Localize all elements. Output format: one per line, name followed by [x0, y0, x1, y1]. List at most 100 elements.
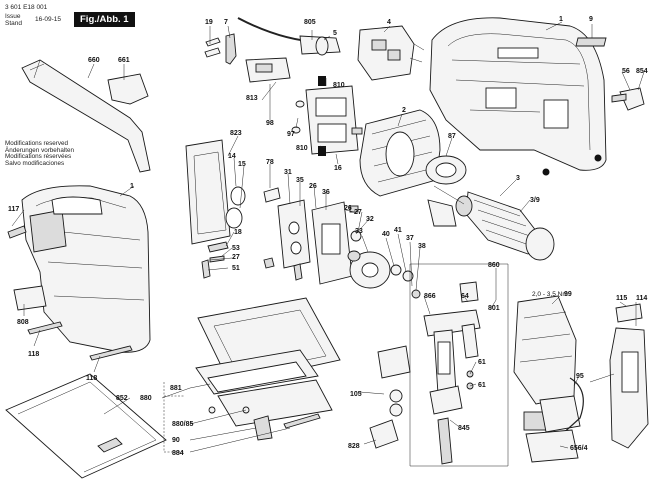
callout-105: 105: [350, 391, 362, 398]
housing-screws: [27, 321, 133, 361]
callout-118-b: 118: [86, 375, 97, 382]
callout-880: 880: [140, 395, 152, 402]
fan-baffle: [425, 155, 467, 185]
callout-114: 114: [636, 295, 647, 302]
callout-9: 9: [589, 16, 593, 23]
callout-78: 78: [266, 159, 274, 166]
callout-884: 884: [172, 450, 184, 457]
top-screws: [204, 33, 237, 65]
clip-part: [611, 87, 645, 111]
callout-7: 7: [224, 19, 228, 26]
callout-661: 661: [118, 57, 130, 64]
callout-860: 860: [488, 262, 500, 269]
callout-32: 32: [366, 216, 374, 223]
callout-881: 881: [170, 385, 182, 392]
callout-16: 16: [334, 165, 342, 172]
callout-866: 866: [424, 293, 436, 300]
slide-plate-656: [525, 429, 579, 463]
housing-half-left: [21, 185, 151, 353]
figure-label: Fig./Abb. 1: [74, 12, 135, 27]
callout-87: 87: [448, 133, 456, 140]
callout-880-85: 880/85: [172, 421, 194, 428]
modifications-line-de: Änderungen vorbehalten: [5, 146, 74, 154]
callout-1-left: 1: [130, 183, 134, 190]
callout-97: 97: [287, 131, 295, 138]
callout-845: 845: [458, 425, 470, 432]
power-cable: [237, 17, 341, 56]
electronics-assembly: [245, 57, 363, 156]
callout-810-a: 810: [333, 82, 345, 89]
issue-date: 16-09-15: [35, 16, 62, 23]
callout-810-b: 810: [296, 145, 308, 152]
callout-801: 801: [488, 305, 500, 312]
roller-guide: [369, 345, 411, 449]
bracket-lines: [163, 382, 184, 453]
wire-95: [559, 377, 584, 437]
callout-90: 90: [172, 437, 180, 444]
label-strip: [575, 37, 607, 47]
callout-854: 854: [636, 68, 648, 75]
callout-98: 98: [266, 120, 274, 127]
callout-38: 38: [418, 243, 426, 250]
callout-36: 36: [322, 189, 330, 196]
callout-15: 15: [238, 161, 246, 168]
callout-3: 3: [516, 175, 520, 182]
callout-53: 53: [232, 245, 240, 252]
warning-label: [13, 285, 47, 311]
callout-19: 19: [205, 19, 213, 26]
base-plate: [195, 297, 341, 427]
callout-808: 808: [17, 319, 29, 326]
dust-extraction-nozzle: [21, 59, 151, 173]
callout-27-a: 27: [354, 209, 362, 216]
issue-label: Issue: [5, 13, 21, 20]
gear-housing-plate: [185, 139, 246, 245]
document-number: 3 601 E18 001: [5, 4, 48, 11]
callout-labels: 19 7 805 5 4 1 9 660 661 810 813 98 97 2…: [8, 16, 648, 457]
reference-marker: [542, 168, 550, 176]
callout-5: 5: [333, 30, 337, 37]
callout-61-b: 61: [478, 382, 486, 389]
callout-828: 828: [348, 443, 360, 450]
callout-117: 117: [8, 206, 19, 213]
callout-656-4: 656/4: [570, 445, 588, 452]
callout-14: 14: [228, 153, 236, 160]
lever-assembly: [589, 303, 649, 449]
callout-852: 852: [116, 395, 128, 402]
torque-spec: 2,0 - 3,5 Nm: [532, 291, 568, 298]
callout-26-a: 26: [309, 183, 317, 190]
callout-18: 18: [234, 229, 242, 236]
callout-95: 95: [576, 373, 584, 380]
stand-label: Stand: [5, 20, 22, 27]
callout-99: 99: [564, 291, 572, 298]
callout-37: 37: [406, 235, 414, 242]
guide-components: [263, 187, 362, 285]
modifications-line-en: Modifications reserved: [5, 140, 68, 147]
callout-115: 115: [616, 295, 627, 302]
modifications-line-fr: Modifications réservées: [5, 153, 72, 161]
reference-marker: [594, 154, 602, 162]
switch-module: [357, 25, 425, 81]
callout-31: 31: [284, 169, 292, 176]
callout-660: 660: [88, 57, 100, 64]
callout-41: 41: [394, 227, 402, 234]
armature: [427, 185, 555, 261]
screw-117: [7, 225, 27, 239]
pendulum-housing: [513, 295, 581, 433]
callout-3-9: 3/9: [530, 197, 540, 204]
callout-2: 2: [402, 107, 406, 114]
callout-56: 56: [622, 68, 630, 75]
modifications-notice: Modifications reserved Änderungen vorbeh…: [5, 140, 74, 168]
callout-64: 64: [461, 293, 469, 300]
stator: [359, 109, 441, 197]
callout-33: 33: [355, 228, 363, 235]
base-plate-screws: [208, 406, 321, 441]
callout-4: 4: [387, 19, 391, 26]
callout-823: 823: [230, 130, 242, 137]
callout-35: 35: [296, 177, 304, 184]
callout-1-top: 1: [559, 16, 563, 23]
base-protective-plate: [5, 373, 167, 479]
callout-40: 40: [382, 231, 390, 238]
modifications-line-es: Salvo modificaciones: [5, 160, 65, 168]
callout-26-b: 26: [344, 205, 352, 212]
